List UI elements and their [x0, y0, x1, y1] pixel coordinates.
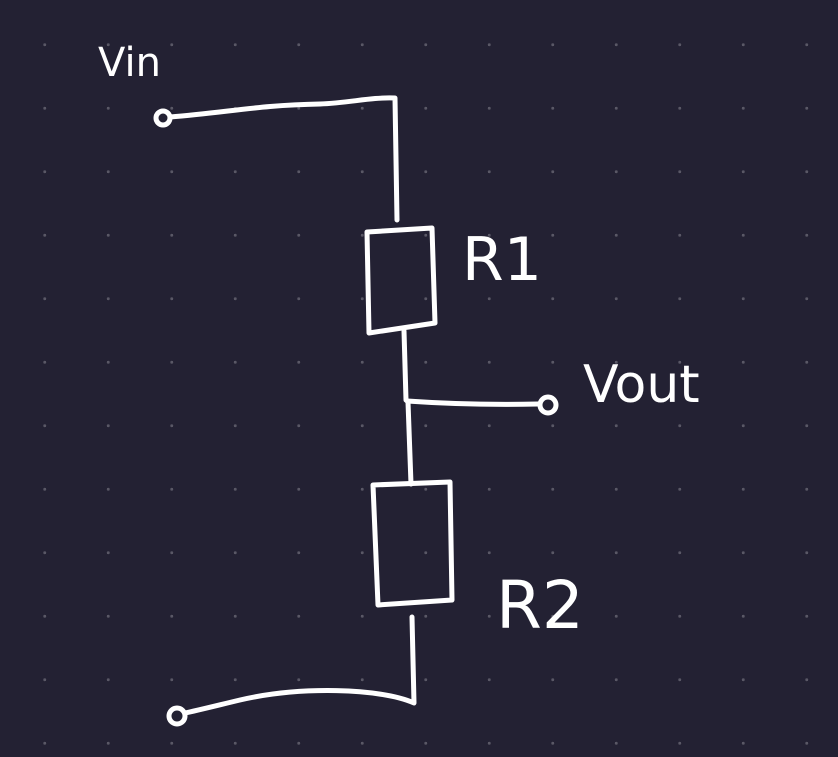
- node-to-r2-wire: [405, 399, 414, 487]
- r2-resistor: [370, 479, 455, 608]
- vin-label: Vin: [98, 40, 161, 86]
- r1-to-node-wire: [401, 328, 409, 403]
- vout-label: Vout: [583, 355, 700, 415]
- r1-resistor: [364, 225, 438, 336]
- r2-label: R2: [496, 567, 584, 644]
- r2-bottom-wire: [182, 614, 417, 716]
- ground-terminal: [166, 705, 188, 727]
- vout-terminal: [537, 394, 559, 416]
- vout-wire: [404, 398, 541, 407]
- vin-wire: [167, 95, 400, 223]
- r1-label: R1: [462, 225, 542, 295]
